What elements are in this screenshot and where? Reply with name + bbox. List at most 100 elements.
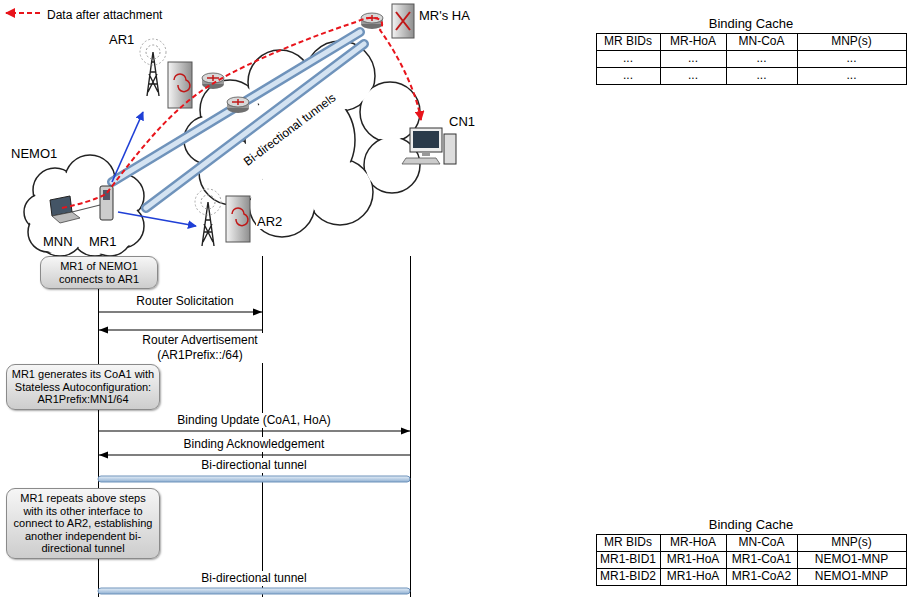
message-arrow [99,430,410,431]
legend-sample [6,13,40,14]
server-box [232,208,248,226]
legend-entry: Data after attachment [46,5,163,23]
table-grid [597,535,907,586]
device-label: AR1 [108,32,135,47]
tunnel-pipe [112,32,360,182]
tunnel-bar [98,476,410,482]
antenna-tower [147,52,159,96]
table-cell: NEMO1-MNP [814,552,889,567]
lifeline [410,256,411,597]
server-box [396,12,410,30]
note-box: MR1 generates its CoA1 with Stateless Au… [6,364,160,410]
table-header: MNP(s) [830,535,873,550]
server-box [392,4,414,38]
device-label: MNN [42,234,74,249]
tunnel-pipe [146,44,364,208]
computer-icon [410,128,442,152]
table-cell: MR1-HoA [666,569,721,584]
attachment-arrow [112,112,143,182]
table-grid [597,34,907,85]
computer-icon [413,131,439,148]
table-header: MN-CoA [737,34,785,49]
note-box: MR1 repeats above steps with its other i… [6,488,160,559]
mobile-router-icon [100,186,113,220]
table-cell: ... [687,51,699,66]
table-title: Binding Cache [708,517,795,532]
laptop-icon [72,205,100,212]
message-arrow [99,311,262,312]
message-label: Bi-directional tunnel [200,571,307,586]
message-label: Binding Acknowledgement [183,437,326,452]
table-cell: ... [755,68,767,83]
table-header: MR BIDs [603,34,653,49]
device-label: AR2 [256,214,283,229]
legend-sample [6,12,40,14]
data-path [62,18,421,208]
router-icon [202,13,383,113]
note-box: MR1 of NEMO1 connects to AR1 [40,256,158,289]
table-title: Binding Cache [708,16,795,31]
table-cell: MR1-BID2 [599,569,657,584]
tunnel-label: Bi-directional tunnels [240,90,340,170]
message-label: Bi-directional tunnel [200,458,307,473]
attachment-arrow [118,212,196,226]
tunnel-pipe [146,44,364,208]
legend-text: Data after attachment [46,8,163,22]
server-box [168,4,414,242]
antenna-tower [201,195,215,209]
device-label: MR1 [88,234,117,249]
server-box [174,74,190,92]
note-text: MR1 repeats above steps with its other i… [11,492,155,555]
table-cell: ... [622,51,634,66]
computer-icon [422,152,430,156]
table-header: MR-HoA [669,535,717,550]
attachment-arrow [112,112,196,226]
router-icon [361,13,383,23]
server-box [226,196,250,242]
table-grid [597,34,907,586]
table-grid [597,535,907,586]
note-text: MR1 of NEMO1 connects to AR1 [45,260,153,285]
table-header: MR BIDs [603,535,653,550]
router-icon [227,97,249,107]
note-text: MR1 generates its CoA1 with Stateless Au… [11,368,155,406]
table-cell: ... [755,51,767,66]
antenna-tower [146,45,160,59]
computer-icon [444,134,456,164]
table-cell: ... [687,68,699,83]
message-arrow [99,454,410,455]
router-icon [232,99,244,105]
table-cell: ... [845,51,857,66]
computer-icon [402,128,456,164]
message-label: Router Advertisement (AR1Prefix::/64) [124,333,276,363]
table-cell: ... [845,68,857,83]
table-cell: ... [622,68,634,83]
antenna-tower [140,39,221,246]
table-cell: NEMO1-MNP [814,569,889,584]
tunnel-pipe [112,32,364,208]
message-label: Router Solicitation [135,294,234,309]
antenna-tower [195,189,221,215]
table-cell: MR1-CoA1 [731,552,792,567]
antenna-tower [140,39,166,65]
tunnel-bar [98,588,410,594]
device-label: MR's HA [418,8,471,23]
table-grid [597,34,907,85]
table-header: MR-HoA [669,34,717,49]
table-header: MN-CoA [737,535,785,550]
table-cell: MR1-HoA [666,552,721,567]
message-arrow [99,329,262,330]
network-label: NEMO1 [10,146,58,161]
computer-icon [402,158,440,164]
router-icon [207,75,219,81]
tunnel-pipe [112,32,360,182]
mobile-router-icon [100,186,113,220]
table-cell: MR1-CoA2 [731,569,792,584]
device-label: CN1 [448,114,476,129]
antenna-tower [202,202,214,246]
table-header: MNP(s) [830,34,873,49]
laptop-icon [50,196,100,223]
laptop-icon [52,212,80,223]
